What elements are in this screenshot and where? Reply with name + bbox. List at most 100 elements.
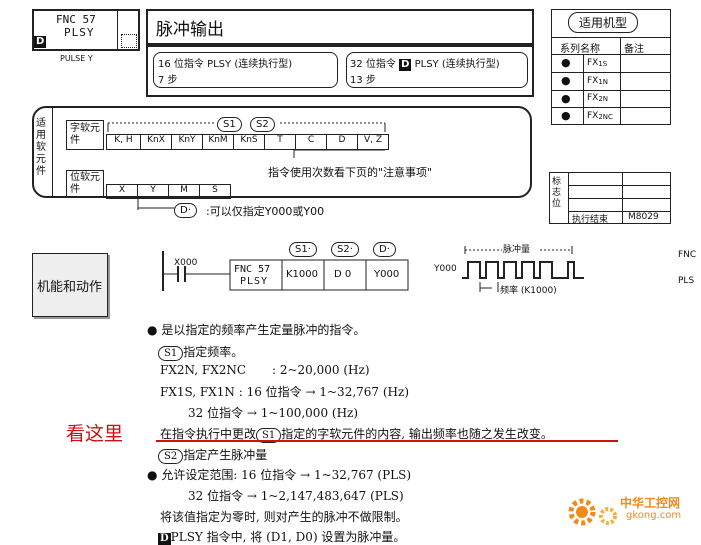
model-row-3: ● FX2N	[551, 91, 671, 108]
zero-note: 将该值指定为零时, 则对产生的脉冲不做限制。	[160, 510, 408, 524]
instr16-box	[153, 52, 338, 88]
bullet-icon: ●	[561, 92, 571, 105]
model-table	[551, 9, 671, 125]
word-cell: KnY	[172, 135, 203, 149]
word-cell: KnM	[203, 135, 234, 149]
flag-divider-h2	[568, 198, 671, 199]
op-s1-value: K1000	[286, 269, 319, 280]
bullet-icon: ●	[561, 109, 571, 122]
model-col-remark: 备注	[624, 44, 644, 55]
annotation-look-here: 看这里	[66, 423, 124, 445]
model-col-series: 系列名称	[560, 44, 600, 55]
model-row-1: ● FX1S	[551, 55, 671, 73]
word-cell: KnX	[141, 135, 172, 149]
function-label-box	[32, 253, 108, 317]
word-cell: K, H	[107, 135, 141, 149]
word-label-box	[66, 120, 104, 150]
bit-cell: X	[107, 185, 138, 198]
ladder-fnc-code: FNC 57	[234, 264, 271, 275]
ladder-fnc-name: PLSY	[240, 276, 269, 287]
fnc-code: FNC 57	[56, 13, 96, 26]
gear-logo-icon	[568, 498, 596, 526]
bullet-icon: ●	[561, 74, 571, 87]
note-count: 指令使用次数看下页的"注意事项"	[268, 166, 433, 179]
flag-divider-h1	[568, 185, 671, 186]
word-cell: C	[296, 135, 327, 149]
model-row-2: ● FX1N	[551, 73, 671, 91]
model-divider-v1	[583, 54, 584, 125]
s1-inline-oval-2: S1	[256, 428, 282, 443]
fnc-name: PLSY	[64, 26, 95, 39]
bit-cell: S	[212, 185, 218, 195]
word-cell: D	[327, 135, 358, 149]
word-cell: V, Z	[363, 135, 383, 145]
instr32-label: 32 位指令 D PLSY (连续执行型)	[350, 59, 500, 71]
watermark-cn: 中华工控网	[620, 496, 681, 510]
model-divider-h2	[551, 54, 671, 55]
instr32-box	[346, 52, 528, 88]
fx2n-range: : 2~20,000 (Hz)	[272, 363, 370, 377]
contact-label: X000	[174, 258, 198, 268]
flag-exec-label: 执行结束	[572, 215, 609, 225]
page-title: 脉冲输出	[156, 20, 224, 40]
bit-range-lines	[137, 198, 175, 210]
bit-cells-row: X Y M S	[106, 184, 231, 199]
flag-exec-value: M8029	[628, 212, 659, 222]
op-s2-head: S2·	[331, 242, 359, 257]
op-s1-head: S1·	[289, 242, 317, 257]
word-cell: T	[265, 135, 296, 149]
fnc-box	[32, 9, 140, 51]
op-d-value: Y000	[374, 269, 400, 280]
p-mark-box	[121, 34, 137, 48]
s2-oval: S2	[250, 117, 275, 132]
word-cell: KnS	[234, 135, 265, 149]
model-divider-h	[551, 37, 671, 38]
instr32-steps: 13 步	[350, 75, 376, 86]
devices-side-divider	[52, 108, 53, 196]
pulse-caption: PULSE Y	[60, 54, 93, 63]
title-box	[146, 9, 534, 45]
op-d-head: D·	[373, 242, 396, 257]
devices-side-label: 适用软元件	[36, 118, 46, 177]
function-label: 机能和动作	[37, 280, 103, 295]
side-pls: PLS	[678, 276, 695, 286]
instr-box	[146, 45, 534, 97]
pulse-label: 脉冲量	[503, 245, 531, 255]
fx1s-line: FX1S, FX1N : 16 位指令 → 1~32,767 (Hz)	[160, 385, 410, 399]
flag-label: 标志位	[552, 177, 562, 209]
fx1s-32-line: 32 位指令 → 1~100,000 (Hz)	[188, 406, 359, 420]
bit-label-box	[66, 170, 104, 198]
instr16-steps: 7 步	[158, 75, 178, 86]
s1-inline-oval: S1	[158, 346, 184, 361]
fx2n-line: FX2N, FX2NC	[160, 363, 247, 377]
bit-label: 位软元件	[70, 172, 100, 195]
word-label: 字软元件	[70, 123, 100, 146]
flag-divider-h3	[568, 211, 671, 212]
fnc-divider	[117, 9, 118, 51]
bit-cell: M	[169, 185, 200, 198]
model-row-4: ● FX2NC	[561, 109, 613, 122]
s1-oval: S1	[217, 117, 242, 132]
freq-label: 频率 (K1000)	[500, 286, 557, 296]
dplsy-d-badge: D	[158, 533, 171, 545]
side-fnc: FNC	[678, 250, 697, 260]
model-divider-v2	[620, 37, 621, 125]
instr32-d-badge: D	[399, 59, 412, 71]
op-s2-value: D 0	[334, 269, 352, 280]
pulse-output-label: Y000	[434, 264, 457, 274]
ladder-diagram	[162, 251, 409, 291]
bit-cell: Y	[138, 185, 169, 198]
b2-32-line: 32 位指令 → 1~2,147,483,647 (PLS)	[188, 489, 404, 503]
word-cells-row: K, H KnX KnY KnM KnS T C D V, Z	[106, 134, 389, 150]
s2-inline-oval: S2	[158, 449, 184, 464]
bullet-line-1: ● 是以指定的频率产生定量脉冲的指令。	[147, 323, 366, 337]
model-title: 适用机型	[568, 12, 639, 33]
note-y: :可以仅指定Y000或Y00	[206, 205, 325, 218]
d-badge: D	[34, 36, 47, 48]
bullet-icon: ●	[147, 323, 158, 337]
instr16-label: 16 位指令 PLSY (连续执行型)	[158, 59, 293, 70]
